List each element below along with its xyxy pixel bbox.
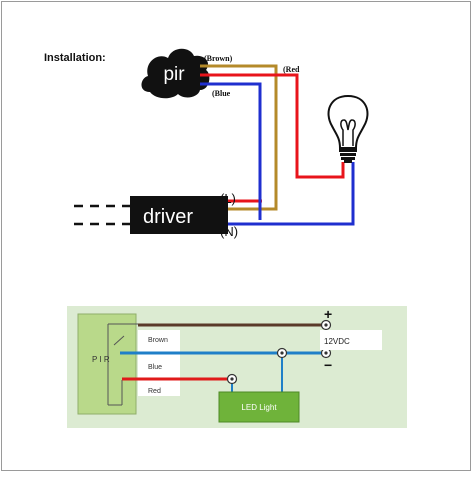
red-wire-to-bulb [200,73,345,179]
wire-label-strip [138,330,180,396]
led-light-module: LED Light [218,391,300,423]
installation-heading: Installation: [44,52,106,64]
wire-label-blue: (Blue [212,89,231,98]
wire-label-red: (Red [283,65,300,74]
minus-sign: − [324,357,332,373]
plus-sign: + [324,306,332,322]
terminal-plus [320,319,332,331]
supply-label-box [320,330,382,350]
driver-box: driver [130,196,228,234]
driver-label: driver [143,206,193,228]
pir-sensor-body [141,48,210,99]
brown-wire [200,64,278,211]
junction-node [276,347,288,359]
terminal-l-label: (L) [220,191,236,206]
pir-sensor: pir [141,48,210,99]
led-label: LED Light [241,403,277,412]
pir-side-label: P I R [92,355,110,364]
bottom-wire-label-brown: Brown [148,337,168,344]
terminal-n-label: (N) [220,224,238,239]
bottom-wire-label-blue: Blue [148,364,162,371]
light-bulb-icon [327,94,369,163]
supply-label: 12VDC [324,337,350,346]
blue-wire-from-pir [200,82,262,220]
pir-label: pir [163,64,185,85]
wire-label-brown: (Brown) [204,54,233,63]
bottom-wire-label-red: Red [148,388,161,395]
red-junction-node [226,373,238,385]
blue-wire-to-bulb [228,162,355,226]
pir-module: P I R [77,313,138,415]
